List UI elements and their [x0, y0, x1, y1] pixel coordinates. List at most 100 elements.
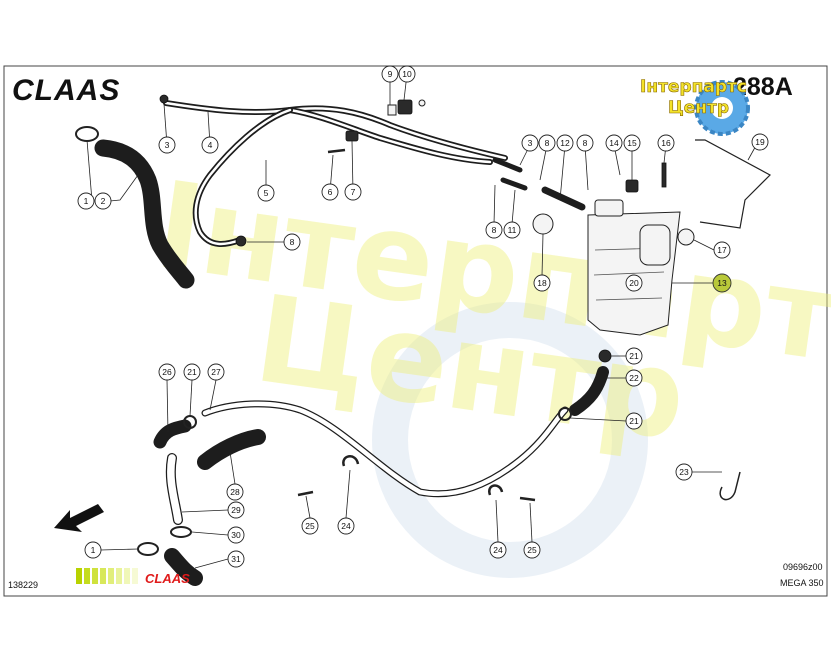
callout-1b: 1 [84, 541, 102, 559]
callout-28: 28 [226, 483, 244, 501]
callout-30: 30 [227, 526, 245, 544]
svg-text:1: 1 [84, 196, 89, 206]
direction-arrow-icon [54, 504, 104, 532]
svg-text:4: 4 [208, 140, 213, 150]
callout-26: 26 [158, 363, 176, 381]
svg-text:8: 8 [583, 138, 588, 148]
callout-14: 14 [605, 134, 623, 152]
svg-text:10: 10 [402, 69, 412, 79]
callout-24b: 24 [489, 541, 507, 559]
callout-19: 19 [751, 133, 769, 151]
svg-text:25: 25 [305, 521, 315, 531]
clamp-30 [170, 526, 192, 538]
svg-text:7: 7 [351, 187, 356, 197]
callout-8c: 8 [576, 134, 594, 152]
callout-2: 2 [94, 192, 112, 210]
svg-text:22: 22 [629, 373, 639, 383]
clip-3 [159, 94, 169, 104]
clamp-1 [75, 126, 99, 142]
svg-text:28: 28 [230, 487, 240, 497]
hose-22 [569, 366, 609, 416]
callout-8d: 8 [485, 221, 503, 239]
callout-25a: 25 [301, 517, 319, 535]
callout-21c: 21 [183, 363, 201, 381]
svg-text:8: 8 [545, 138, 550, 148]
svg-text:21: 21 [187, 367, 197, 377]
expansion-tank-assembly [492, 139, 771, 363]
leader-lines [86, 73, 759, 569]
fitting-21a [598, 349, 612, 363]
svg-text:23: 23 [679, 467, 689, 477]
dealer-logo-line2: Центр [668, 98, 729, 118]
callout-8b: 8 [538, 134, 556, 152]
dealer-logo: Інтерпартс Центр [640, 77, 750, 136]
callout-24a: 24 [337, 517, 355, 535]
clip-7 [345, 130, 359, 142]
hose-28 [197, 429, 266, 470]
callout-31: 31 [227, 550, 245, 568]
callout-8: 8 [283, 233, 301, 251]
svg-text:24: 24 [493, 545, 503, 555]
brand-logo: CLAAS [12, 74, 120, 107]
cap-18 [532, 213, 554, 235]
sensor-15 [625, 179, 639, 193]
hose-11 [500, 177, 528, 191]
dealer-logo-line1: Інтерпартс [640, 77, 747, 97]
clamp-24a [342, 455, 360, 467]
hose-3b [492, 157, 523, 173]
svg-text:16: 16 [661, 138, 671, 148]
cable-tie-23 [719, 471, 741, 501]
clamp-24b [488, 484, 504, 496]
svg-text:27: 27 [211, 367, 221, 377]
svg-text:21: 21 [629, 351, 639, 361]
callout-9: 9 [381, 65, 399, 83]
svg-text:14: 14 [609, 138, 619, 148]
sensor-16 [661, 162, 667, 188]
svg-text:17: 17 [717, 245, 727, 255]
callout-27: 27 [207, 363, 225, 381]
callout-5: 5 [257, 184, 275, 202]
watermark-gear-icon [372, 302, 648, 578]
bracket-19 [695, 139, 771, 229]
callout-4: 4 [201, 136, 219, 154]
clamp-21b [558, 407, 572, 421]
lower-hose-assembly [137, 366, 741, 586]
drawing-number: 138229 [8, 580, 38, 590]
callout-16: 16 [657, 134, 675, 152]
footer-brand: CLAAS [145, 571, 190, 586]
svg-text:9: 9 [388, 69, 393, 79]
callout-21a: 21 [625, 347, 643, 365]
callout-10: 10 [398, 65, 416, 83]
svg-text:3: 3 [528, 138, 533, 148]
upper-hose-assembly [75, 94, 508, 289]
hose-12 [541, 186, 586, 211]
elbow-31 [164, 548, 203, 586]
callout-29: 29 [227, 501, 245, 519]
svg-text:31: 31 [231, 554, 241, 564]
callout-6: 6 [321, 183, 339, 201]
callout-7: 7 [344, 183, 362, 201]
callout-22: 22 [625, 369, 643, 387]
footer: 138229 CLAAS 09696z00 MEGA 350 [8, 562, 824, 590]
svg-text:12: 12 [560, 138, 570, 148]
bolt-25b [519, 496, 536, 502]
callout-25b: 25 [523, 541, 541, 559]
svg-text:1: 1 [91, 545, 96, 555]
tank-cap-mount [594, 199, 624, 217]
hose-2 [94, 139, 195, 289]
bolt-6 [327, 148, 346, 154]
svg-text:20: 20 [629, 278, 639, 288]
svg-text:30: 30 [231, 530, 241, 540]
svg-text:25: 25 [527, 545, 537, 555]
svg-text:19: 19 [755, 137, 765, 147]
svg-text:21: 21 [629, 416, 639, 426]
callout-1: 1 [77, 192, 95, 210]
bracket-9 [387, 104, 397, 116]
svg-text:5: 5 [264, 188, 269, 198]
svg-text:24: 24 [341, 521, 351, 531]
svg-text:18: 18 [537, 278, 547, 288]
callout-17: 17 [713, 241, 731, 259]
washer-10 [418, 99, 426, 107]
callout-15: 15 [623, 134, 641, 152]
